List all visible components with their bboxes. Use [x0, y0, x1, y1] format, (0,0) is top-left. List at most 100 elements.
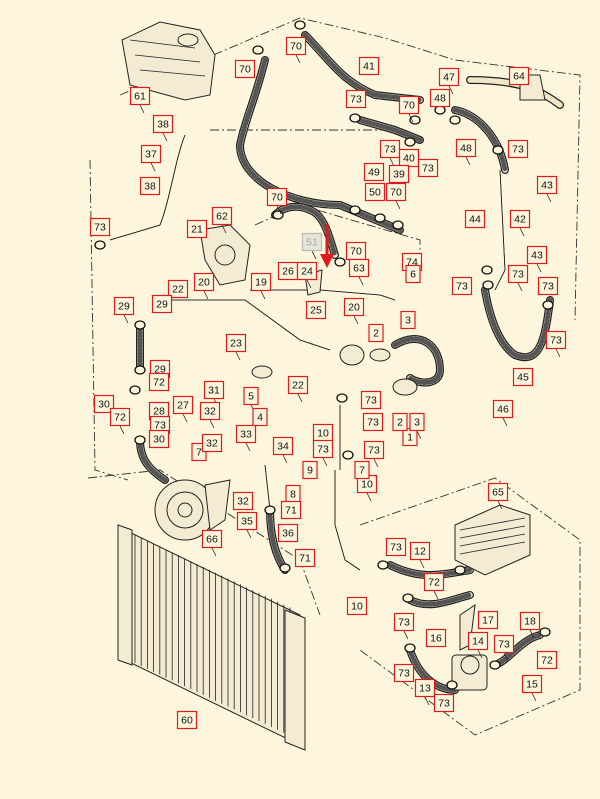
- callout-number: 73: [368, 445, 380, 457]
- callout-part-31: 31: [203, 380, 225, 400]
- callout-part-38: 38: [139, 176, 161, 196]
- callout-part-20: 20: [193, 272, 215, 292]
- callout-part-73: 73: [393, 663, 415, 683]
- hose-clamp: [264, 505, 276, 515]
- callout-number: 10: [317, 428, 329, 440]
- callout-part-73: 73: [493, 634, 515, 654]
- callout-part-65: 65: [487, 482, 509, 502]
- callout-number: 73: [550, 335, 562, 347]
- leader-line: [519, 227, 525, 237]
- callout-number: 30: [98, 399, 110, 411]
- callout-number: 73: [438, 698, 450, 710]
- callout-part-70: 70: [285, 36, 307, 56]
- hose-clamp: [134, 320, 146, 330]
- callout-number: 72: [153, 377, 165, 389]
- hose-clamp: [481, 265, 493, 275]
- leader-line: [433, 590, 439, 600]
- callout-number: 18: [524, 616, 536, 628]
- callout-number: 15: [526, 679, 538, 691]
- leader-line: [424, 696, 430, 706]
- callout-part-18: 18: [519, 611, 541, 631]
- callout-part-62: 62: [211, 206, 233, 226]
- hose-clamp: [377, 560, 389, 570]
- callout-part-21: 21: [186, 219, 208, 239]
- callout-number: 20: [348, 302, 360, 314]
- callout-part-32: 32: [199, 401, 221, 421]
- leader-line: [297, 393, 303, 403]
- callout-part-5: 5: [243, 386, 259, 406]
- callout-number: 36: [282, 528, 294, 540]
- leader-line: [260, 290, 266, 300]
- leader-line: [366, 492, 372, 502]
- callout-number: 23: [230, 338, 242, 350]
- leader-line: [465, 156, 471, 166]
- callout-number: 42: [514, 214, 526, 226]
- callout-number: 13: [419, 683, 431, 695]
- hose-clamp: [336, 393, 348, 403]
- callout-part-29: 29: [113, 296, 135, 316]
- callout-part-45: 45: [512, 367, 534, 387]
- callout-number: 30: [153, 434, 165, 446]
- callout-part-73: 73: [312, 439, 334, 459]
- callout-part-37: 37: [140, 144, 162, 164]
- callout-number: 26: [282, 266, 294, 278]
- callout-part-73: 73: [379, 139, 401, 159]
- callout-number: 47: [443, 72, 455, 84]
- leader-line: [295, 54, 301, 64]
- oil-cooler: [454, 504, 531, 576]
- callout-part-40: 40: [398, 148, 420, 168]
- callout-number: 74: [406, 257, 418, 269]
- callout-number: 34: [277, 441, 289, 453]
- callout-part-73: 73: [417, 158, 439, 178]
- callout-number: 2: [373, 328, 379, 340]
- callout-part-33: 33: [235, 424, 257, 444]
- callout-number: 29: [156, 299, 168, 311]
- callout-number: 3: [414, 417, 420, 429]
- callout-part-29: 29: [151, 294, 173, 314]
- callout-part-66: 66: [201, 529, 223, 549]
- leader-line: [448, 85, 454, 95]
- callout-number: 49: [368, 167, 380, 179]
- callout-number: 43: [541, 180, 553, 192]
- callout-part-3: 3: [409, 412, 425, 432]
- hose-clamp: [402, 593, 414, 603]
- callout-part-22: 22: [287, 375, 309, 395]
- callout-number: 5: [248, 391, 254, 403]
- hose-clamp: [94, 240, 106, 250]
- callout-number: 25: [310, 305, 322, 317]
- callout-part-51: 51: [301, 232, 323, 252]
- leader-line: [389, 157, 395, 167]
- callout-part-27: 27: [172, 395, 194, 415]
- callout-number: 73: [398, 617, 410, 629]
- callout-number: 21: [191, 224, 203, 236]
- callout-number: 72: [428, 577, 440, 589]
- leader-line: [162, 132, 168, 142]
- callout-number: 2: [397, 417, 403, 429]
- callout-number: 24: [301, 266, 313, 278]
- callout-number: 16: [430, 633, 442, 645]
- callout-part-2: 2: [392, 412, 408, 432]
- leader-line: [211, 547, 217, 557]
- callout-part-7: 7: [354, 460, 370, 480]
- callout-part-43: 43: [536, 175, 558, 195]
- callout-number: 12: [414, 546, 426, 558]
- hose-clamp: [342, 450, 354, 460]
- hose-clamp: [434, 105, 446, 115]
- callout-number: 70: [403, 100, 415, 112]
- callout-number: 7: [359, 465, 365, 477]
- leader-line: [529, 629, 535, 639]
- callout-number: 43: [531, 250, 543, 262]
- leader-line: [139, 104, 145, 114]
- callout-number: 73: [512, 144, 524, 156]
- callout-part-23: 23: [225, 333, 247, 353]
- callout-part-50: 50: [364, 182, 386, 202]
- callout-part-73: 73: [451, 276, 473, 296]
- leader-line: [497, 500, 503, 510]
- callout-number: 44: [469, 214, 481, 226]
- leader-line: [546, 193, 552, 203]
- hose-clamp: [492, 145, 504, 155]
- callout-number: 35: [241, 516, 253, 528]
- callout-part-12: 12: [409, 541, 431, 561]
- callout-part-3: 3: [400, 310, 416, 330]
